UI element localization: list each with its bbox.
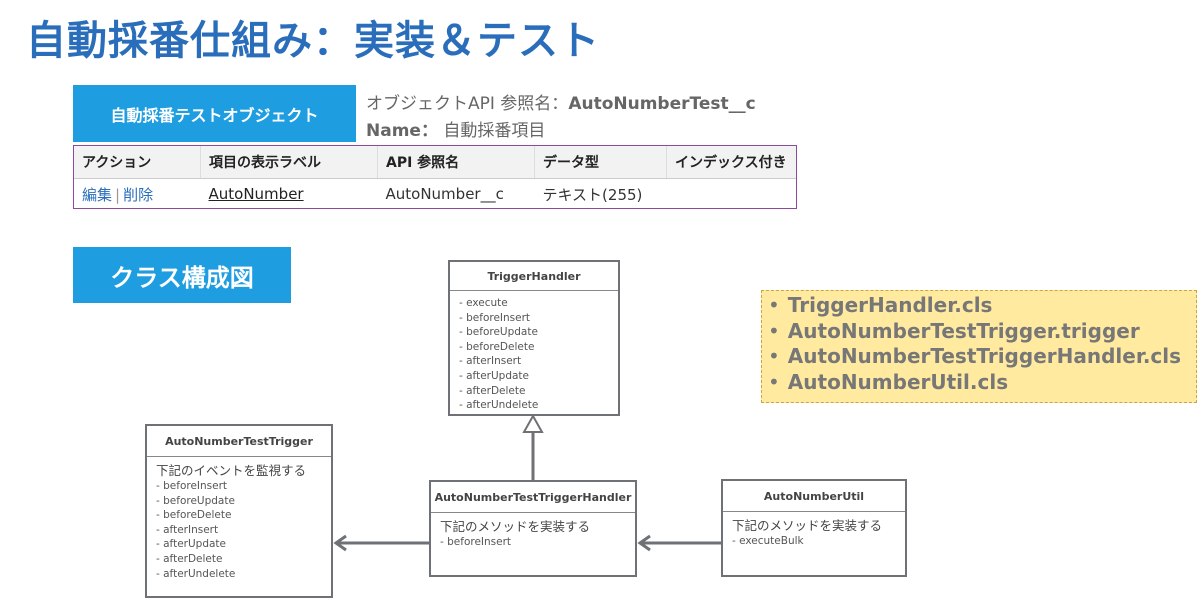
- method-item: - beforeInsert: [440, 536, 512, 548]
- method-item: - afterDelete: [156, 552, 223, 565]
- bullet: •: [768, 293, 780, 317]
- column-header-indexed: インデックス付き: [666, 146, 796, 179]
- method-item: - beforeDelete: [156, 509, 232, 522]
- object-api-line: オブジェクトAPI 参照名：AutoNumberTest__c: [366, 89, 756, 114]
- class-methods: 下記のメソッドを実装する - beforeInsert: [431, 513, 635, 555]
- method-item: - afterInsert: [459, 355, 522, 368]
- class-diagram-label: クラス構成図: [73, 247, 291, 303]
- method-item: - beforeInsert: [459, 311, 531, 324]
- method-item: - afterUndelete: [156, 567, 236, 580]
- table-header-row: アクション 項目の表示ラベル API 参照名 データ型 インデックス付き: [74, 146, 796, 179]
- class-name: AutoNumberTestTriggerHandler: [431, 482, 635, 513]
- class-methods: 下記のメソッドを実装する - executeBulk: [723, 512, 905, 554]
- file-item: • TriggerHandler.cls: [768, 293, 1190, 319]
- class-box-util: AutoNumberUtil 下記のメソッドを実装する - executeBul…: [721, 479, 907, 577]
- file-name: AutoNumberTestTrigger.trigger: [787, 318, 1140, 343]
- object-label: 自動採番テストオブジェクト: [73, 85, 356, 142]
- method-item: - afterUndelete: [459, 399, 539, 412]
- bullet: •: [768, 344, 780, 368]
- bullet: •: [768, 369, 780, 394]
- method-item: - afterInsert: [156, 523, 219, 536]
- file-name: AutoNumberTestTriggerHandler.cls: [787, 344, 1182, 368]
- method-item: - afterUpdate: [459, 369, 529, 382]
- file-item: • AutoNumberTestTrigger.trigger: [768, 319, 1190, 345]
- object-api-prefix: オブジェクトAPI 参照名：: [366, 94, 569, 114]
- object-api-name: AutoNumberTest__c: [568, 94, 756, 114]
- method-item: - execute: [459, 297, 508, 309]
- method-item: - afterDelete: [459, 384, 526, 397]
- row-data-type: テキスト(255): [542, 185, 643, 204]
- table-row: 編集|削除 AutoNumber AutoNumber__c テキスト(255): [74, 179, 796, 210]
- column-header-api-name: API 参照名: [377, 146, 535, 179]
- row-actions: 編集|削除: [74, 179, 201, 210]
- field-label-link[interactable]: AutoNumber: [208, 185, 304, 203]
- file-item: • AutoNumberTestTriggerHandler.cls: [768, 344, 1190, 370]
- class-description: 下記のメソッドを実装する: [732, 518, 883, 533]
- method-item: - beforeInsert: [156, 480, 228, 492]
- file-item: • AutoNumberUtil.cls: [768, 370, 1190, 396]
- file-name: TriggerHandler.cls: [787, 293, 993, 317]
- class-box-test-trigger-handler: AutoNumberTestTriggerHandler 下記のメソッドを実装す…: [429, 480, 637, 577]
- edit-link[interactable]: 編集: [82, 185, 113, 204]
- field-table: アクション 項目の表示ラベル API 参照名 データ型 インデックス付き 編集|…: [73, 145, 797, 209]
- row-api-name: AutoNumber__c: [385, 185, 504, 203]
- method-item: - beforeUpdate: [459, 326, 538, 339]
- class-methods: 下記のイベントを監視する - beforeInsert - beforeUpda…: [147, 457, 331, 586]
- dependency-arrowhead-util: [637, 534, 651, 552]
- class-name: AutoNumberUtil: [723, 481, 905, 512]
- class-name: TriggerHandler: [450, 262, 618, 291]
- class-box-test-trigger: AutoNumberTestTrigger 下記のイベントを監視する - bef…: [145, 424, 333, 598]
- method-item: - afterUpdate: [156, 538, 226, 551]
- class-description: 下記のイベントを監視する: [156, 463, 307, 478]
- object-name-prefix: Name：: [366, 121, 438, 141]
- object-name-line: Name： 自動採番項目: [366, 116, 545, 141]
- action-separator: |: [115, 185, 121, 204]
- column-header-data-type: データ型: [534, 146, 667, 179]
- dependency-arrowhead-trigger: [333, 534, 347, 552]
- bullet: •: [768, 318, 780, 343]
- column-header-label: 項目の表示ラベル: [200, 146, 378, 179]
- method-item: - beforeDelete: [459, 340, 535, 353]
- class-box-trigger-handler: TriggerHandler - execute - beforeInsert …: [448, 260, 620, 416]
- method-item: - beforeUpdate: [156, 494, 235, 507]
- delete-link[interactable]: 削除: [123, 185, 154, 204]
- class-methods: - execute - beforeInsert - beforeUpdate …: [450, 291, 618, 418]
- file-list: • TriggerHandler.cls • AutoNumberTestTrigg…: [761, 290, 1197, 403]
- row-label-cell: AutoNumber: [201, 179, 378, 210]
- class-description: 下記のメソッドを実装する: [440, 519, 591, 534]
- column-header-action: アクション: [74, 146, 201, 179]
- inheritance-arrowhead: [522, 413, 544, 433]
- method-item: - executeBulk: [732, 535, 804, 547]
- class-name: AutoNumberTestTrigger: [147, 426, 331, 457]
- object-name-value: 自動採番項目: [443, 121, 546, 141]
- page-title: 自動採番仕組み：実装＆テスト: [26, 18, 600, 64]
- file-name: AutoNumberUtil.cls: [787, 369, 1009, 394]
